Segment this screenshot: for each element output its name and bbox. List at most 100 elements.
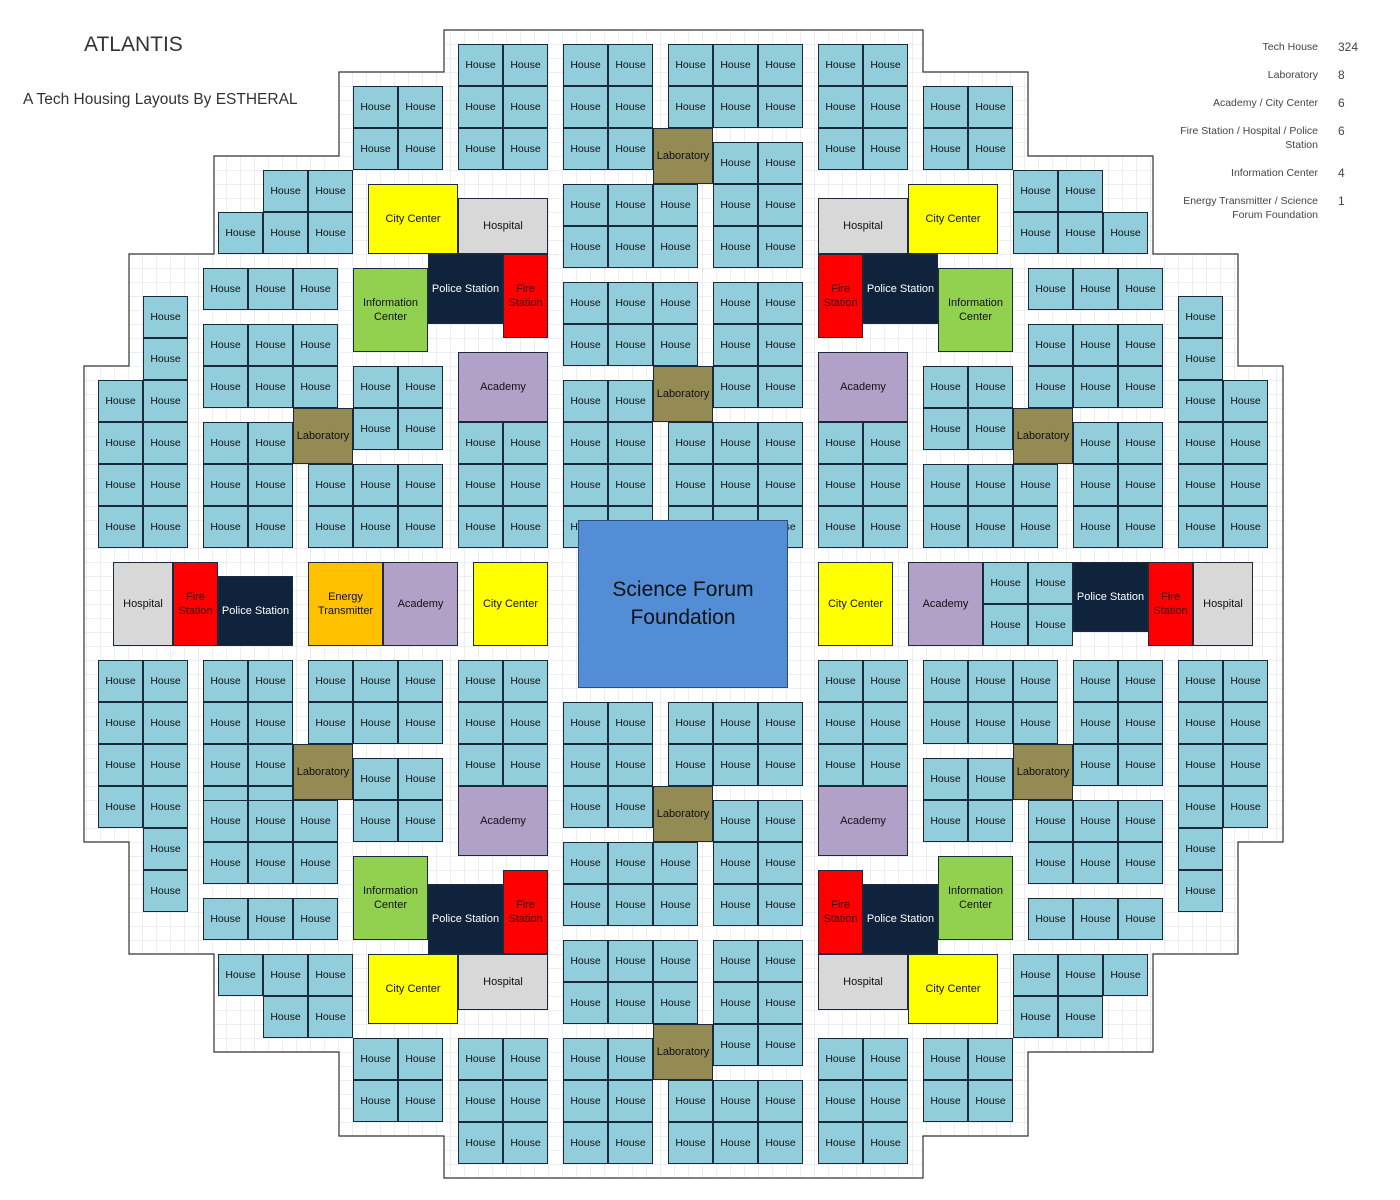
house-tile: House <box>863 1122 908 1164</box>
hospital-tile: Hospital <box>113 562 173 646</box>
laboratory-tile: Laboratory <box>1013 744 1073 800</box>
house-tile: House <box>923 1038 968 1080</box>
house-tile: House <box>143 296 188 338</box>
house-tile: House <box>458 86 503 128</box>
house-tile: House <box>1118 268 1163 310</box>
house-tile: House <box>398 758 443 800</box>
house-tile: House <box>503 1038 548 1080</box>
house-tile: House <box>248 464 293 506</box>
house-tile: House <box>758 226 803 268</box>
house-tile: House <box>608 226 653 268</box>
house-tile: House <box>608 1080 653 1122</box>
house-tile: House <box>863 464 908 506</box>
house-tile: House <box>1178 702 1223 744</box>
house-tile: House <box>758 366 803 408</box>
police-station-tile: Police Station <box>863 884 938 954</box>
house-tile: House <box>503 1080 548 1122</box>
house-tile: House <box>143 870 188 912</box>
house-tile: House <box>968 86 1013 128</box>
city-center-tile: City Center <box>473 562 548 646</box>
house-tile: House <box>758 702 803 744</box>
house-tile: House <box>308 702 353 744</box>
house-tile: House <box>608 464 653 506</box>
house-tile: House <box>818 86 863 128</box>
house-tile: House <box>608 744 653 786</box>
house-tile: House <box>608 1038 653 1080</box>
house-tile: House <box>308 954 353 996</box>
house-tile: House <box>1073 366 1118 408</box>
house-tile: House <box>458 744 503 786</box>
house-tile: House <box>608 282 653 324</box>
legend-count-laboratory: 8 <box>1338 68 1345 82</box>
house-tile: House <box>863 506 908 548</box>
house-tile: House <box>863 660 908 702</box>
legend-label-energy-science: Energy Transmitter / Science Forum Found… <box>1183 195 1318 221</box>
laboratory-tile: Laboratory <box>1013 408 1073 464</box>
house-tile: House <box>218 212 263 254</box>
house-tile: House <box>503 44 548 86</box>
house-tile: House <box>758 884 803 926</box>
hospital-tile: Hospital <box>818 198 908 254</box>
police-station-tile: Police Station <box>863 254 938 324</box>
legend-label-fire-hospital-police: Fire Station / Hospital / Police Station <box>1180 125 1318 151</box>
house-tile: House <box>248 702 293 744</box>
house-tile: House <box>713 884 758 926</box>
house-tile: House <box>248 800 293 842</box>
house-tile: House <box>143 660 188 702</box>
house-tile: House <box>1118 366 1163 408</box>
house-tile: House <box>1013 660 1058 702</box>
city-center-tile: City Center <box>908 954 998 1024</box>
house-tile: House <box>503 128 548 170</box>
house-tile: House <box>668 702 713 744</box>
house-tile: House <box>713 1122 758 1164</box>
legend-count-fire-hospital-police: 6 <box>1338 124 1345 138</box>
house-tile: House <box>503 744 548 786</box>
house-tile: House <box>1223 380 1268 422</box>
house-tile: House <box>353 408 398 450</box>
house-tile: House <box>353 1038 398 1080</box>
fire-station-tile: Fire Station <box>818 254 863 338</box>
house-tile: House <box>608 86 653 128</box>
house-tile: House <box>293 324 338 366</box>
house-tile: House <box>203 464 248 506</box>
house-tile: House <box>458 660 503 702</box>
house-tile: House <box>983 604 1028 646</box>
house-tile: House <box>1013 170 1058 212</box>
city-center-tile: City Center <box>368 954 458 1024</box>
laboratory-tile: Laboratory <box>653 128 713 184</box>
house-tile: House <box>713 464 758 506</box>
house-tile: House <box>713 744 758 786</box>
house-tile: House <box>758 86 803 128</box>
house-tile: House <box>818 44 863 86</box>
house-tile: House <box>863 128 908 170</box>
fire-station-tile: Fire Station <box>503 254 548 338</box>
house-tile: House <box>1118 842 1163 884</box>
house-tile: House <box>668 464 713 506</box>
house-tile: House <box>713 226 758 268</box>
house-tile: House <box>563 184 608 226</box>
house-tile: House <box>143 786 188 828</box>
house-tile: House <box>563 282 608 324</box>
house-tile: House <box>713 940 758 982</box>
house-tile: House <box>923 758 968 800</box>
house-tile: House <box>248 268 293 310</box>
house-tile: House <box>1058 212 1103 254</box>
house-tile: House <box>1103 212 1148 254</box>
house-tile: House <box>398 464 443 506</box>
house-tile: House <box>1118 898 1163 940</box>
house-tile: House <box>1013 702 1058 744</box>
house-tile: House <box>1073 898 1118 940</box>
house-tile: House <box>98 660 143 702</box>
hospital-tile: Hospital <box>458 198 548 254</box>
hospital-tile: Hospital <box>1193 562 1253 646</box>
house-tile: House <box>1118 800 1163 842</box>
house-tile: House <box>1223 464 1268 506</box>
page-title: ATLANTIS <box>84 33 183 56</box>
house-tile: House <box>608 884 653 926</box>
house-tile: House <box>1178 464 1223 506</box>
house-tile: House <box>923 128 968 170</box>
house-tile: House <box>308 170 353 212</box>
house-tile: House <box>293 800 338 842</box>
house-tile: House <box>1073 464 1118 506</box>
house-tile: House <box>608 702 653 744</box>
